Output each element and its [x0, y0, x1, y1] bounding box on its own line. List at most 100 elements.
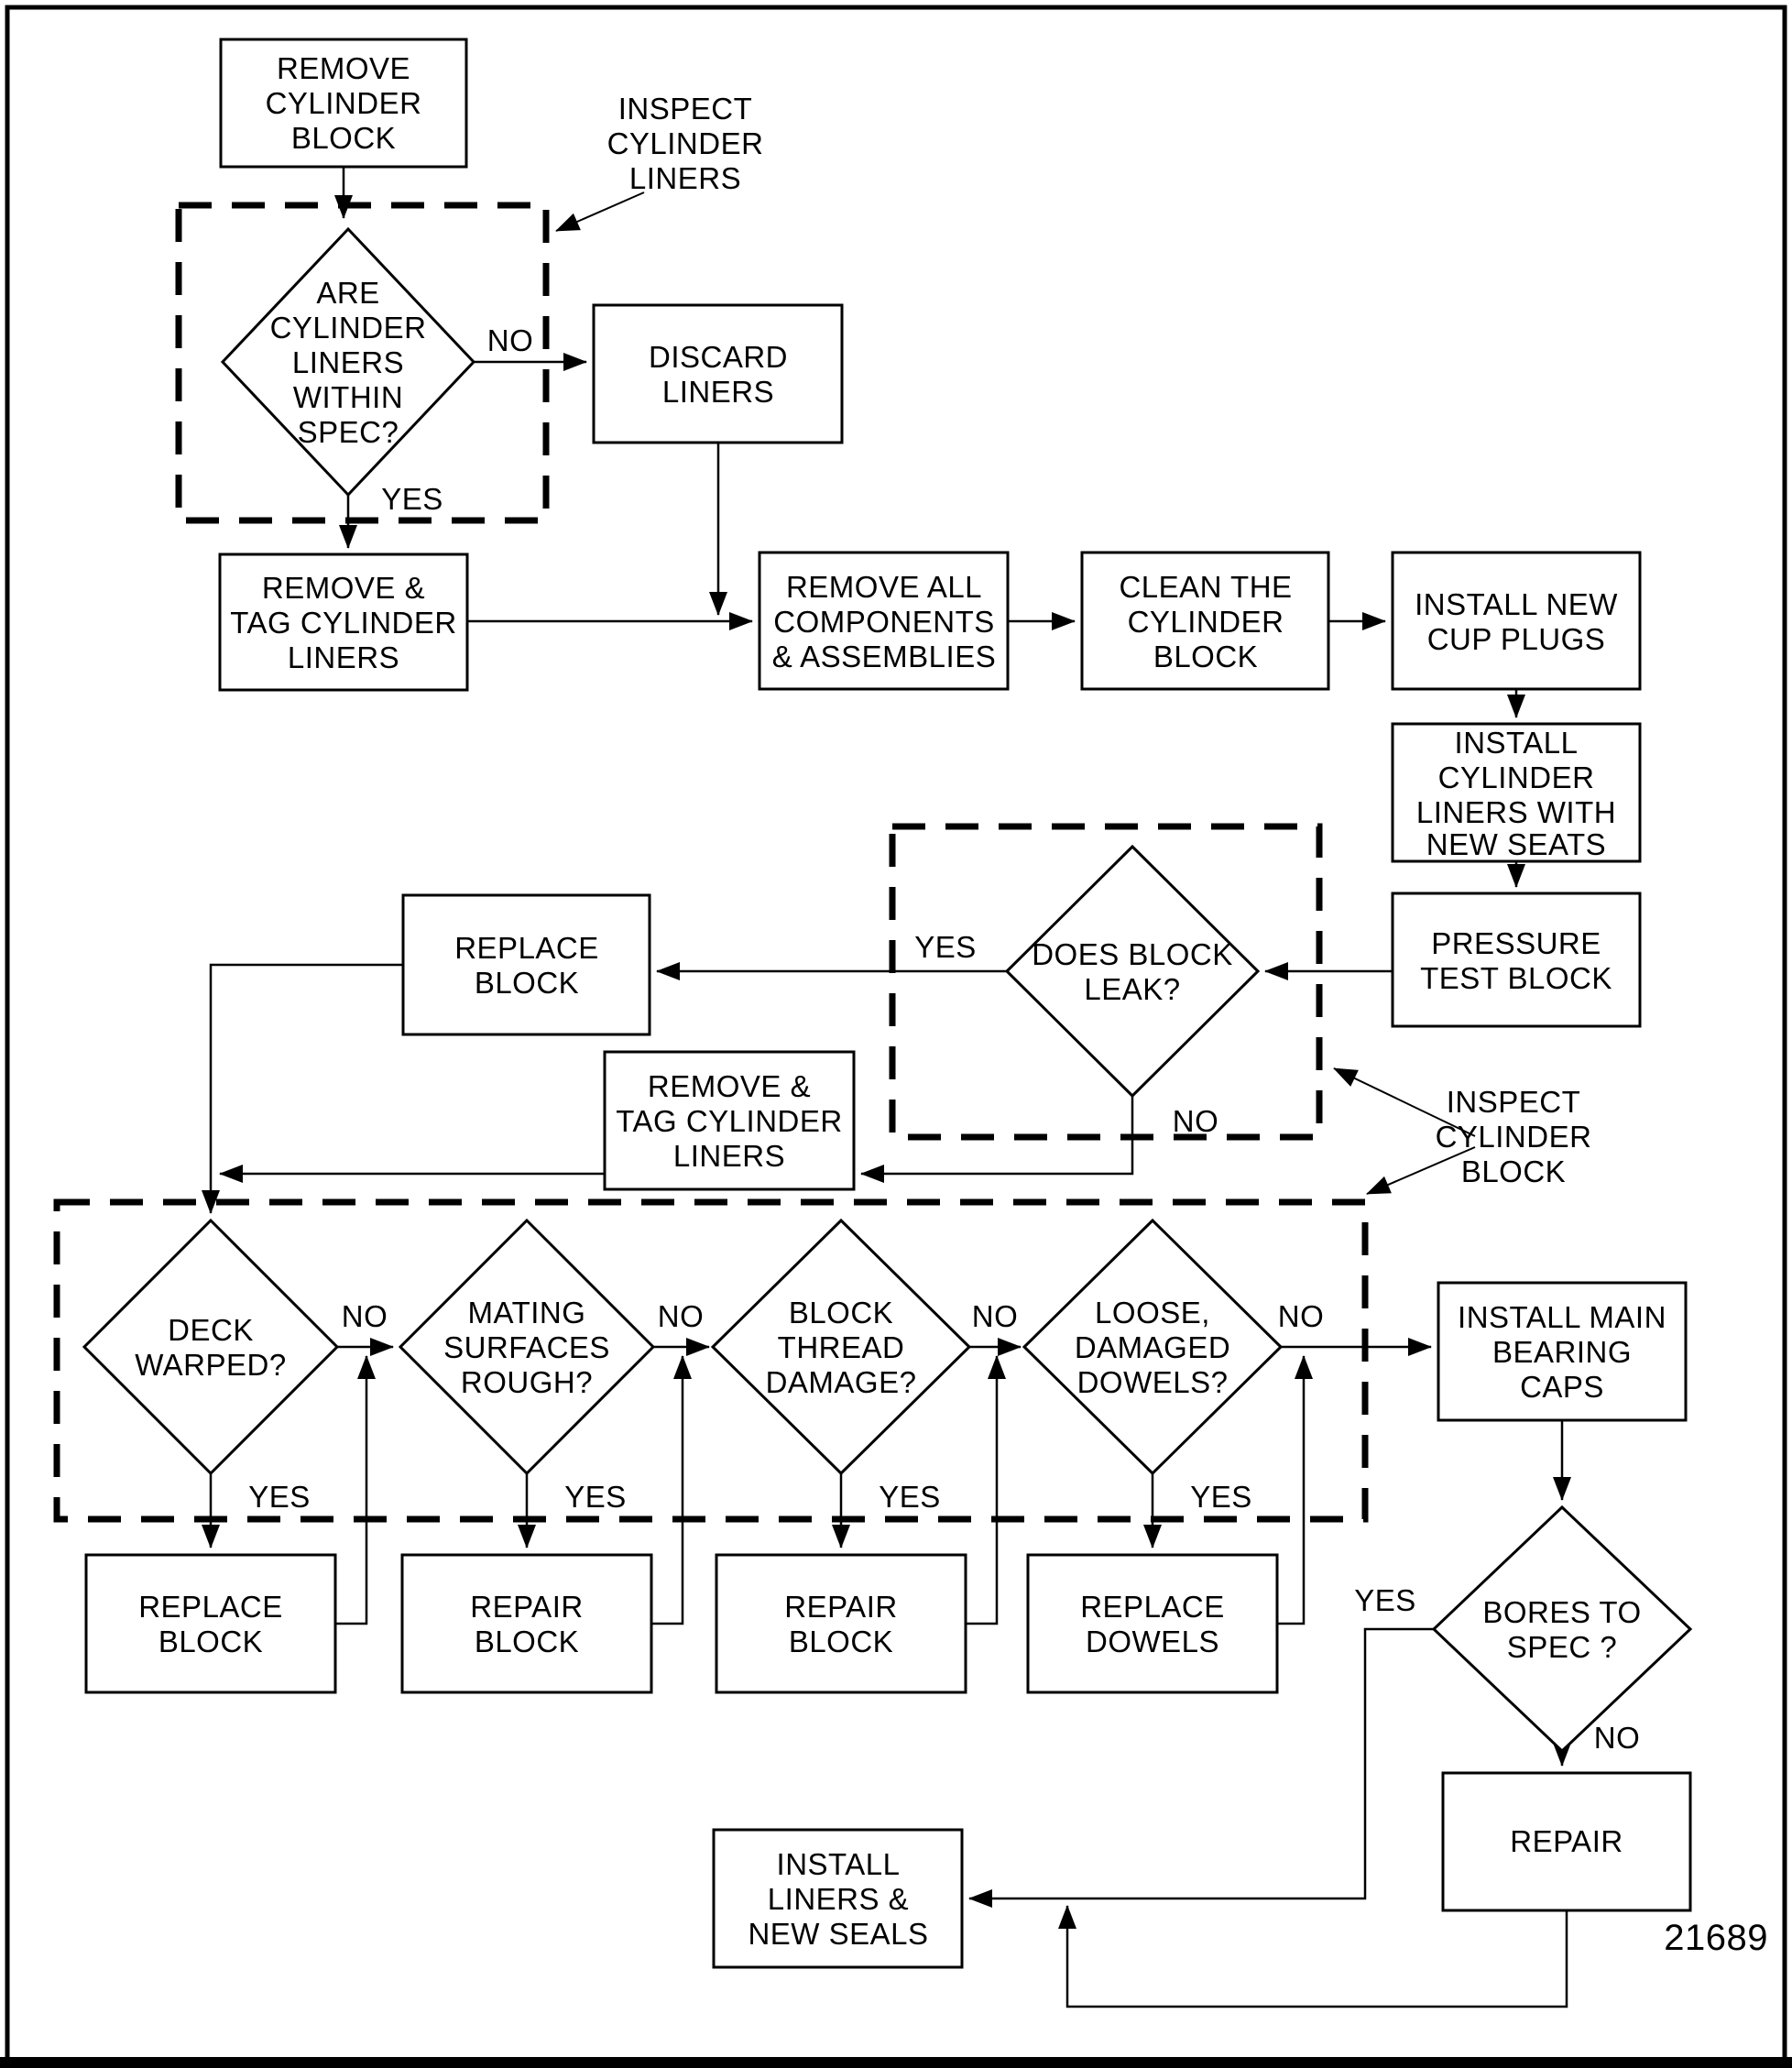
process-pressure-test-block: PRESSURE TEST BLOCK — [1391, 892, 1642, 1028]
branch-label-yes-bores-to-spec: YES — [1354, 1583, 1416, 1617]
process-clean-cylinder-block: CLEAN THE CYLINDER BLOCK — [1080, 551, 1330, 691]
node-label: REPAIR — [1510, 1824, 1623, 1858]
process-install-new-cup-plugs: INSTALL NEW CUP PLUGS — [1391, 551, 1642, 691]
branch-label-yes-deck-warped: YES — [248, 1480, 311, 1514]
node-label: BORES TO — [1482, 1595, 1641, 1629]
node-label: REMOVE & — [262, 571, 425, 605]
node-label: & ASSEMBLIES — [772, 640, 996, 673]
node-label: CYLINDER — [266, 86, 422, 120]
process-remove-tag-cylinder-liners-2: REMOVE & TAG CYLINDER LINERS — [603, 1050, 856, 1191]
dashed-region-inspect-cylinder-liners — [175, 202, 550, 524]
node-label: LINERS — [673, 1139, 785, 1173]
process-install-liners-new-seals: INSTALL LINERS & NEW SEALS — [712, 1828, 964, 1969]
branch-label-yes-block-leak: YES — [914, 930, 977, 964]
decision-deck-warped: DECK WARPED? — [82, 1218, 340, 1476]
branch-label-no-loose-dowels: NO — [1278, 1299, 1325, 1333]
node-label: REMOVE — [277, 51, 410, 85]
decision-does-block-leak: DOES BLOCK LEAK? — [1004, 844, 1261, 1099]
dashed-region-inspect-cylinder-block — [53, 1198, 1369, 1523]
node-label: SPEC? — [298, 415, 399, 449]
return-repairblock1 — [651, 1355, 692, 1625]
node-label: THREAD — [778, 1330, 905, 1364]
decision-loose-damaged-dowels: LOOSE, DAMAGED DOWELS? — [1022, 1218, 1284, 1476]
node-label: BLOCK — [475, 966, 579, 1000]
node-label: ARE — [316, 276, 379, 310]
arrow-replaceblock-to-deckwarped — [202, 963, 403, 1214]
node-label: TAG CYLINDER — [616, 1104, 842, 1138]
node-label: REPAIR — [470, 1590, 583, 1624]
node-label: REMOVE ALL — [786, 570, 982, 604]
branch-label-no-block-leak: NO — [1173, 1104, 1219, 1138]
annotation-line: CYLINDER — [1436, 1120, 1592, 1154]
node-label: LOOSE, — [1095, 1296, 1210, 1329]
node-label: CYLINDER — [270, 311, 427, 345]
figure-number: 21689 — [1664, 1918, 1768, 1958]
node-label: LINERS — [292, 345, 404, 379]
branch-label-yes-loose-dowels: YES — [1190, 1480, 1252, 1514]
annotation-line: INSPECT — [1447, 1085, 1581, 1119]
node-label: TAG CYLINDER — [230, 606, 456, 640]
return-repair-loop — [1058, 1905, 1568, 2008]
node-label: INSTALL — [1455, 726, 1579, 760]
node-label: MATING — [468, 1296, 586, 1329]
node-label: LINERS — [662, 375, 774, 409]
node-label: REPLACE — [138, 1590, 283, 1624]
node-label: ROUGH? — [461, 1365, 593, 1399]
node-label: BLOCK — [1153, 640, 1258, 673]
pointer-inspect-block-lower — [1366, 1146, 1476, 1195]
node-label: INSTALL NEW — [1415, 587, 1618, 621]
node-label: WITHIN — [293, 380, 403, 414]
node-label: LINERS & — [768, 1882, 909, 1916]
node-label: REPLACE — [454, 931, 599, 965]
page-border-bottom-bar — [0, 2057, 1792, 2068]
node-label: INSTALL — [777, 1847, 901, 1881]
pointer-inspect-cylinder-liners — [555, 191, 645, 232]
return-replacedowels — [1277, 1355, 1313, 1625]
node-label: CUP PLUGS — [1427, 622, 1606, 656]
node-label: REPLACE — [1080, 1590, 1225, 1624]
annotation-inspect-cylinder-block: INSPECT CYLINDER BLOCK — [1436, 1085, 1592, 1188]
node-label: CLEAN THE — [1119, 570, 1292, 604]
node-label: NEW SEALS — [748, 1917, 928, 1951]
node-label: BLOCK — [291, 121, 396, 155]
node-label: DOWELS — [1086, 1625, 1219, 1658]
branch-label-yes-liners-spec: YES — [381, 482, 443, 516]
process-repair-final: REPAIR — [1441, 1771, 1692, 1912]
decision-mating-surfaces-rough: MATING SURFACES ROUGH? — [398, 1218, 656, 1476]
process-install-cylinder-liners-new-seats: INSTALL CYLINDER LINERS WITH NEW SEATS — [1391, 722, 1642, 863]
process-install-main-bearing-caps: INSTALL MAIN BEARING CAPS — [1437, 1281, 1688, 1422]
node-label: DAMAGE? — [766, 1365, 917, 1399]
node-label: CAPS — [1520, 1370, 1604, 1404]
node-label: NEW SEATS — [1426, 827, 1606, 861]
node-label: WARPED? — [135, 1348, 286, 1382]
process-replace-block-mid: REPLACE BLOCK — [401, 893, 651, 1036]
node-label: CYLINDER — [1128, 605, 1284, 639]
node-label: REPAIR — [784, 1590, 897, 1624]
process-repair-block-2: REPAIR BLOCK — [715, 1553, 967, 1694]
annotation-line: LINERS — [629, 161, 741, 195]
annotation-line: INSPECT — [618, 92, 753, 126]
process-remove-all-components: REMOVE ALL COMPONENTS & ASSEMBLIES — [758, 551, 1010, 691]
process-repair-block-1: REPAIR BLOCK — [400, 1553, 653, 1694]
node-label: DISCARD — [649, 340, 788, 374]
decision-are-cylinder-liners-within-spec: ARE CYLINDER LINERS WITHIN SPEC? — [220, 226, 476, 498]
node-label: DOWELS? — [1077, 1365, 1229, 1399]
decision-block-thread-damage: BLOCK THREAD DAMAGE? — [710, 1218, 972, 1476]
node-label: BLOCK — [789, 1625, 893, 1658]
branch-label-yes-mating-surfaces: YES — [564, 1480, 627, 1514]
node-label: BEARING — [1492, 1335, 1632, 1369]
branch-label-no-liners-spec: NO — [487, 323, 534, 357]
annotation-inspect-cylinder-liners: INSPECT CYLINDER LINERS — [607, 92, 763, 195]
arrow-leak-no-to-remove-tag-2 — [860, 1096, 1134, 1183]
node-label: SURFACES — [443, 1330, 610, 1364]
node-label: DECK — [168, 1313, 254, 1347]
node-label: SPEC ? — [1507, 1630, 1617, 1664]
branch-label-no-deck-warped: NO — [342, 1299, 388, 1333]
node-label: INSTALL MAIN — [1458, 1300, 1666, 1334]
return-replaceblock-bottom — [335, 1355, 376, 1625]
node-label: BLOCK — [475, 1625, 579, 1658]
branch-label-no-mating-surfaces: NO — [658, 1299, 705, 1333]
process-remove-cylinder-block: REMOVE CYLINDER BLOCK — [219, 38, 468, 169]
